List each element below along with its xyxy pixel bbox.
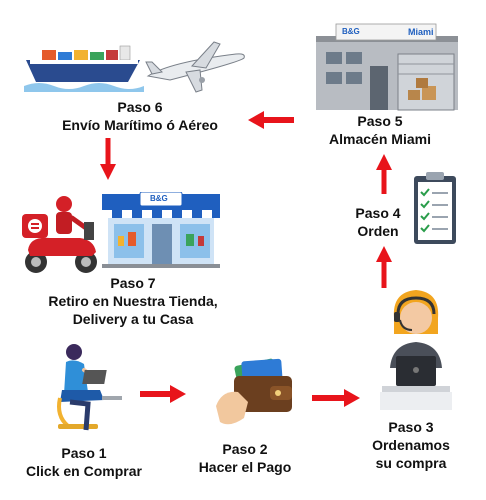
call-center-operator-illustration [378,284,454,412]
brand-logo-text: B&G [342,27,360,36]
cargo-ship-illustration [24,42,144,98]
step-7-label: Paso 7 Retiro en Nuestra Tienda, Deliver… [8,274,258,328]
step-3-label: Paso 3 Ordenamos su compra [346,418,476,472]
step-3-title: Paso 3 [388,419,434,435]
step-2-description: Hacer el Pago [198,459,292,475]
step-1-label: Paso 1 Click en Comprar [14,444,154,480]
step-3-description-line1: Ordenamos [372,437,450,453]
warehouse-sign-text: Miami [408,27,434,37]
step-7-description-line1: Retiro en Nuestra Tienda, [48,293,218,309]
store-logo-text: B&G [150,194,168,203]
arrow-step1-to-step2 [140,385,186,403]
warehouse-illustration: B&G Miami [312,16,462,112]
arrow-step5-to-step6 [248,111,294,129]
store-front-illustration: B&G [102,192,220,268]
airplane-illustration [140,36,250,96]
step-3-description-line2: su compra [375,455,447,471]
arrow-step4-to-step5 [376,154,392,194]
arrow-step3-to-step4 [376,246,392,288]
delivery-scooter-illustration [20,192,102,276]
arrow-step6-to-step7 [100,138,116,180]
step-1-title: Paso 1 [61,445,107,461]
step-7-title: Paso 7 [110,275,156,291]
step-6-label: Paso 6 Envío Marítimo ó Aéreo [40,98,240,134]
step-1-description: Click en Comprar [26,463,142,479]
step-2-label: Paso 2 Hacer el Pago [180,440,310,476]
wallet-payment-illustration [214,356,296,430]
warehouse-logo: B&G [342,27,360,36]
step-6-description: Envío Marítimo ó Aéreo [62,117,218,133]
step-5-label: Paso 5 Almacén Miami [300,112,460,148]
step-4-description: Orden [357,223,399,239]
clipboard-checklist-illustration [412,170,458,246]
step-2-title: Paso 2 [222,441,268,457]
woman-laptop-illustration [40,340,124,436]
step-7-description-line2: Delivery a tu Casa [72,311,194,327]
step-4-label: Paso 4 Orden [338,204,418,240]
step-4-title: Paso 4 [355,205,401,221]
arrow-step2-to-step3 [312,389,360,407]
step-6-title: Paso 6 [117,99,163,115]
step-5-description: Almacén Miami [329,131,431,147]
step-5-title: Paso 5 [357,113,403,129]
